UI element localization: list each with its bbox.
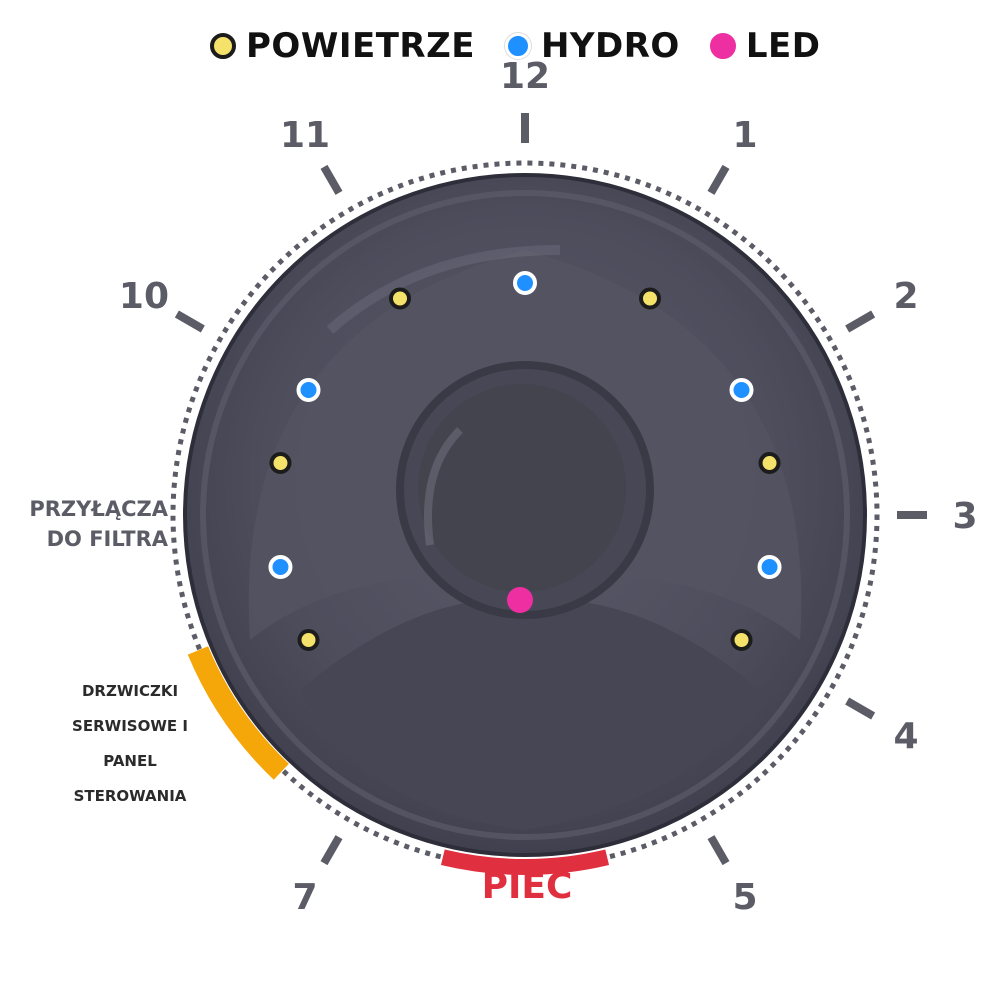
air-jet-icon [297,629,320,651]
clock-label: 3 [952,496,977,537]
stove-label: PIEC [481,866,573,907]
door-label-line-1: DRZWICZKI [81,682,179,700]
tick-mark [320,835,343,866]
yellow-dot-icon [210,33,236,59]
tub-shine [424,427,463,546]
air-jet-icon [269,452,292,475]
tick-mark [320,164,343,195]
clock-label: 2 [894,276,919,317]
air-jet-icon [389,287,411,310]
tick-mark [174,310,205,333]
clock-label: 10 [119,276,169,317]
tub-shine-2 [326,245,561,334]
clock-label: 7 [292,877,317,918]
clock-ticks [174,113,927,866]
tick-mark [845,697,876,720]
service-door-marker [187,646,289,780]
tick-mark [707,835,730,866]
stove-marker [440,849,610,875]
clock-label: 1 [732,115,757,156]
legend-label: HYDRO [540,26,680,66]
tick-mark [707,164,730,195]
hydro-jet-icon [513,271,537,295]
air-jet-icon [758,452,781,475]
clock-label: 5 [732,877,757,918]
tub-rim-highlight [200,190,850,840]
legend-label: POWIETRZE [246,26,475,66]
jets [268,271,782,651]
door-label-line-4: STEROWANIA [73,787,187,805]
service-door-label: DRZWICZKI SERWISOWE I PANEL STEROWANIA [40,674,220,814]
legend-label: LED [745,26,821,66]
led-light-icon [507,587,533,613]
legend-item: HYDRO [504,26,680,66]
clock-label: 12 [500,56,550,97]
tub-lower-seat [300,599,760,830]
clock-label: 4 [894,716,919,757]
tick-mark [845,310,876,333]
blue-dot-icon [504,33,531,59]
pink-dot-icon [709,33,736,59]
legend-item: LED [709,26,821,66]
hydro-jet-icon [729,378,754,402]
filter-label-line-2: DO FILTRA [46,527,168,551]
air-jet-icon [639,287,661,310]
air-jet-icon [730,629,753,651]
tub-footwell [418,384,626,592]
door-label-line-3: PANEL [103,752,157,770]
clock-label: 11 [280,115,330,156]
filter-connections-label: PRZYŁĄCZA DO FILTRA [10,494,168,554]
door-label-line-2: SERWISOWE I [72,717,188,735]
filter-label-line-1: PRZYŁĄCZA [29,497,168,521]
hydro-jet-icon [296,378,321,402]
legend: POWIETRZE HYDRO LED [210,22,910,70]
hydro-jet-icon [268,554,293,579]
hydro-jet-icon [757,554,782,579]
legend-item: POWIETRZE [210,26,475,66]
